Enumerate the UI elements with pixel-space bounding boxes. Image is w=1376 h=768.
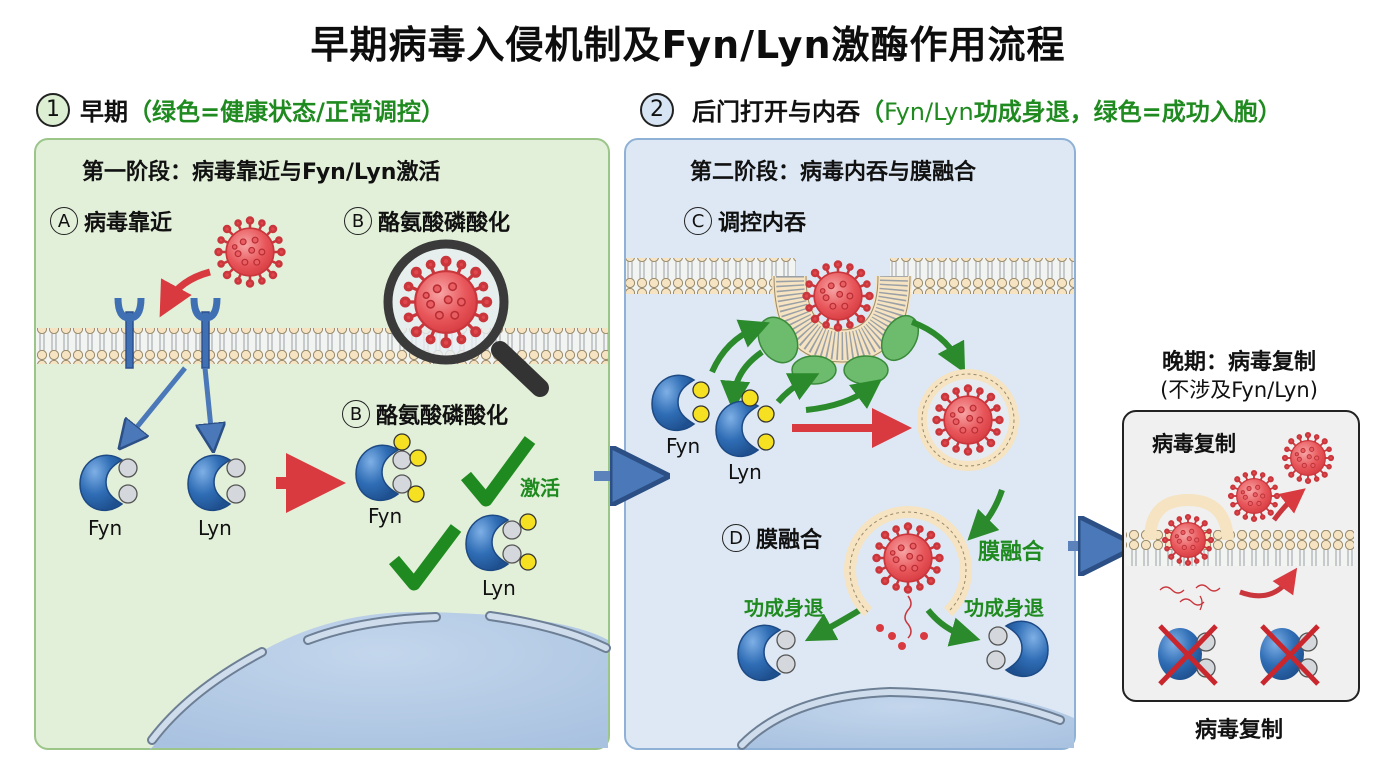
lyn-phos-label: Lyn xyxy=(482,576,516,600)
step-d-letter: D xyxy=(722,524,750,552)
section1-number: 1 xyxy=(36,92,70,127)
step-d-label: 膜融合 xyxy=(756,528,823,553)
section2-number: 2 xyxy=(640,92,674,127)
fyn-label-2: Fyn xyxy=(666,434,701,458)
retire-right-label: 功成身退 xyxy=(964,596,1044,620)
step-d: D 膜融合 xyxy=(722,522,822,554)
section2-header: 2 后门打开与内吞 （Fyn/Lyn功成身退，绿色=成功入胞） xyxy=(640,92,1282,127)
step-b-label: 酪氨酸磷酸化 xyxy=(376,404,509,429)
step-b-top-letter: B xyxy=(344,207,372,235)
lyn-label: Lyn xyxy=(198,516,232,540)
step-b: B 酪氨酸磷酸化 xyxy=(342,398,508,430)
section2-note-open: （ xyxy=(860,98,884,126)
retire-left-label: 功成身退 xyxy=(744,596,824,620)
section2-note-rest: 功成身退，绿色=成功入胞） xyxy=(973,98,1282,126)
replication-bottom-label: 病毒复制 xyxy=(1194,718,1283,743)
step-c-letter: C xyxy=(684,207,712,235)
step-a: A 病毒靠近 xyxy=(50,205,172,237)
step-c-label: 调控内吞 xyxy=(718,211,807,236)
activated-label: 激活 xyxy=(520,476,560,500)
late-stage-title: 晚期：病毒复制 xyxy=(1161,350,1316,375)
section1-note: （绿色=健康状态/正常调控） xyxy=(128,98,445,126)
stage1-title: 第一阶段：病毒靠近与Fyn/Lyn激活 xyxy=(82,160,441,185)
section2-label: 后门打开与内吞 xyxy=(692,98,860,126)
step-b-top: B 酪氨酸磷酸化 xyxy=(344,205,510,237)
fyn-phos-label: Fyn xyxy=(368,504,403,528)
section1-header: 1 早期 （绿色=健康状态/正常调控） xyxy=(36,92,445,127)
step-a-letter: A xyxy=(50,207,78,235)
lyn-label-2: Lyn xyxy=(728,460,762,484)
fyn-label: Fyn xyxy=(88,516,123,540)
step-a-label: 病毒靠近 xyxy=(84,211,173,236)
section2-note-kinase: Fyn/Lyn xyxy=(884,98,974,126)
stage2-title: 第二阶段：病毒内吞与膜融合 xyxy=(690,160,977,185)
step-b-top-label: 酪氨酸磷酸化 xyxy=(378,211,511,236)
step-c: C 调控内吞 xyxy=(684,205,806,237)
replication-box-label: 病毒复制 xyxy=(1152,432,1236,456)
late-stage-subtitle: (不涉及Fyn/Lyn) xyxy=(1160,378,1318,402)
fusion-label: 膜融合 xyxy=(978,540,1045,565)
step-b-letter: B xyxy=(342,400,370,428)
page-title: 早期病毒入侵机制及Fyn/Lyn激酶作用流程 xyxy=(310,23,1066,67)
section1-label: 早期 xyxy=(80,98,128,126)
